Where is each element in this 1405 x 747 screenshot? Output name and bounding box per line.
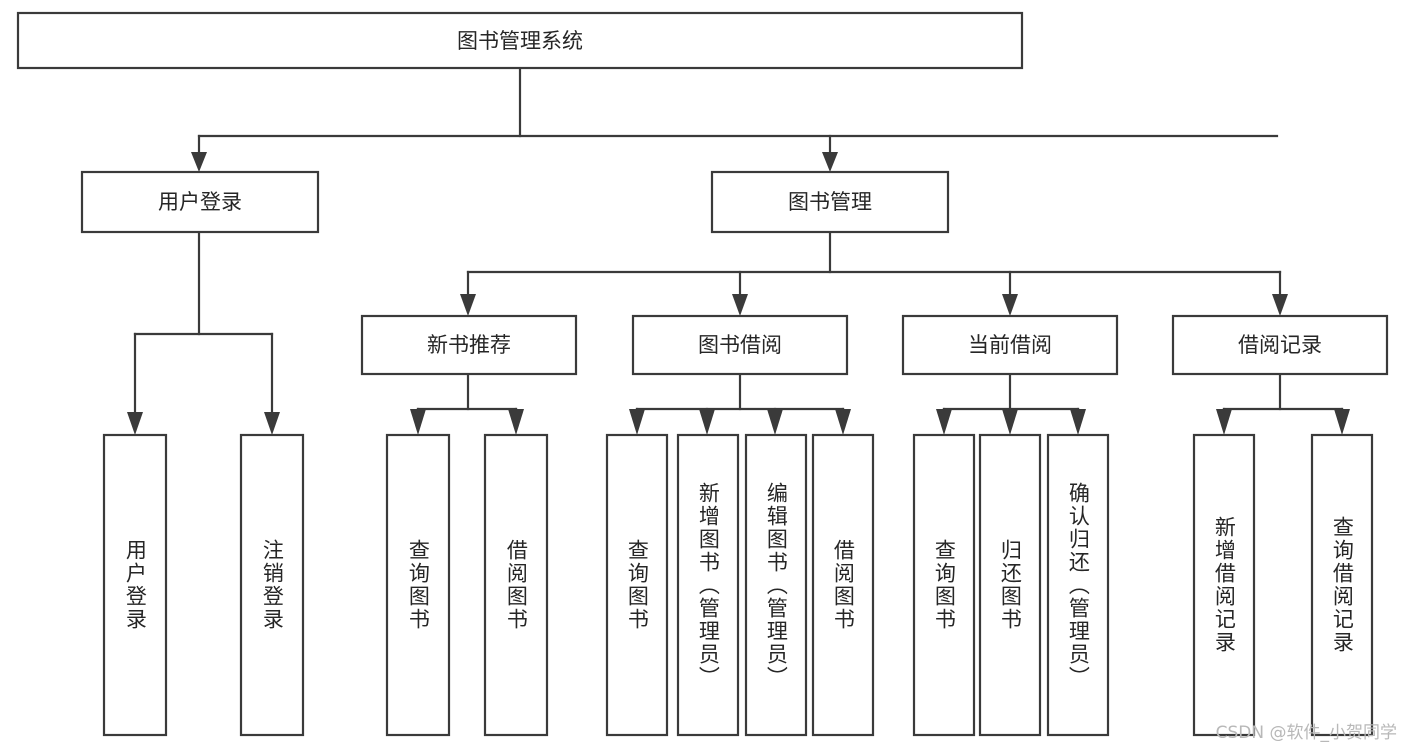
leaf-user-login-0[interactable] [102,433,168,737]
connector-borrowrecord-to-leaves [1216,372,1350,435]
arrow-head-icon [767,409,783,435]
node-borrow-record-label: 借阅记录 [1238,333,1322,357]
node-borrow-record[interactable] [1171,314,1389,376]
arrow-head-icon [936,409,952,435]
leaf-borrow-record-0[interactable] [1192,433,1256,737]
node-new-book-recommend-label: 新书推荐 [427,333,511,357]
arrow-head-icon [699,409,715,435]
connector-bookmgmt-to-level3 [460,230,1288,316]
arrow-head-icon [1070,409,1086,435]
leaf-book-borrow-0[interactable] [605,433,669,737]
arrow-head-icon [460,294,476,316]
node-new-book-recommend[interactable] [360,314,578,376]
node-current-borrow[interactable] [901,314,1119,376]
node-root-book-management-system[interactable] [16,11,1024,70]
leaf-book-borrow-3[interactable] [811,433,875,737]
arrow-head-icon [264,412,280,435]
leaf-user-login-1[interactable] [239,433,305,737]
leaf-book-borrow-2[interactable] [744,433,808,737]
node-book-management[interactable] [710,170,950,234]
arrow-head-icon [1002,409,1018,435]
arrow-head-icon [1334,409,1350,435]
leaf-new-book-0[interactable] [385,433,451,737]
connector-root-to-level2 [191,66,1279,172]
leaf-current-borrow-0[interactable] [912,433,976,737]
arrow-head-icon [1216,409,1232,435]
node-book-borrow-label: 图书借阅 [698,333,782,357]
connector-currentborrow-to-leaves [936,372,1086,435]
arrow-head-icon [508,409,524,435]
connector-userlogin-to-leaves [127,230,280,435]
node-book-management-label: 图书管理 [788,190,872,214]
leaf-current-borrow-2[interactable] [1046,433,1110,737]
leaf-new-book-1[interactable] [483,433,549,737]
node-user-login-label: 用户登录 [158,190,242,214]
arrow-head-icon [191,152,207,172]
node-current-borrow-label: 当前借阅 [968,333,1052,357]
node-root-label: 图书管理系统 [457,29,583,53]
node-user-login[interactable] [80,170,320,234]
node-book-borrow[interactable] [631,314,849,376]
arrow-head-icon [822,152,838,172]
connector-bookborrow-to-leaves [629,372,851,435]
arrow-head-icon [732,294,748,316]
arrow-head-icon [629,409,645,435]
leaf-book-borrow-1[interactable] [676,433,740,737]
connector-newbook-to-leaves [410,372,524,435]
arrow-head-icon [410,409,426,435]
csdn-watermark: CSDN @软件_小贺同学 [1215,723,1397,743]
arrow-head-icon [127,412,143,435]
leaf-borrow-record-1[interactable] [1310,433,1374,737]
arrow-head-icon [1272,294,1288,316]
leaf-current-borrow-1[interactable] [978,433,1042,737]
arrow-head-icon [835,409,851,435]
arrow-head-icon [1002,294,1018,316]
